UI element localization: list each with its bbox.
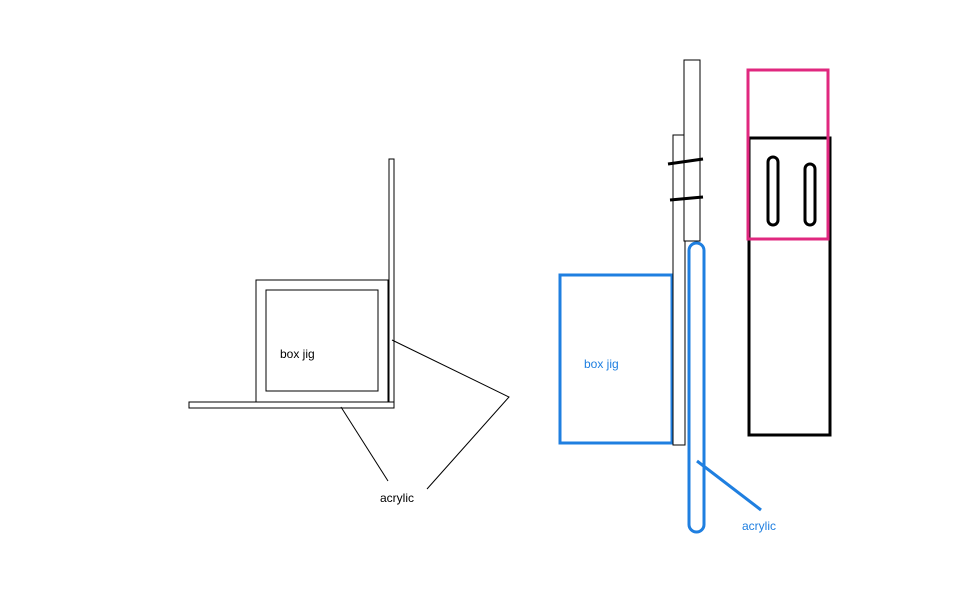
box-jig-outer xyxy=(255,279,389,404)
front-view xyxy=(746,68,832,437)
acrylic-vertical-strip xyxy=(388,158,395,404)
right-sketch: box jig acrylic xyxy=(558,59,776,534)
front-board xyxy=(747,136,832,437)
acrylic-leader-line-horizontal xyxy=(340,406,389,482)
clamp-band-bottom xyxy=(669,195,704,202)
acrylic-horizontal-strip xyxy=(188,401,395,409)
acrylic-label-blue: acrylic xyxy=(742,519,776,533)
support-board xyxy=(672,134,686,446)
box-jig-blue xyxy=(558,273,674,445)
acrylic-leader-line-vertical xyxy=(391,339,510,490)
clamp-region-magenta xyxy=(746,68,830,241)
clamp-band-top xyxy=(667,157,704,166)
acrylic-slot-blue xyxy=(687,241,706,534)
acrylic-label: acrylic xyxy=(380,491,414,505)
slot-left xyxy=(766,155,780,227)
box-jig-label-blue: box jig xyxy=(584,357,619,371)
acrylic-leader-line-blue xyxy=(696,459,762,512)
clamped-piece xyxy=(683,59,701,242)
box-jig-inner xyxy=(265,289,379,392)
box-jig-label: box jig xyxy=(280,347,315,361)
left-sketch: box jig acrylic xyxy=(188,158,510,505)
slot-right xyxy=(803,162,817,227)
